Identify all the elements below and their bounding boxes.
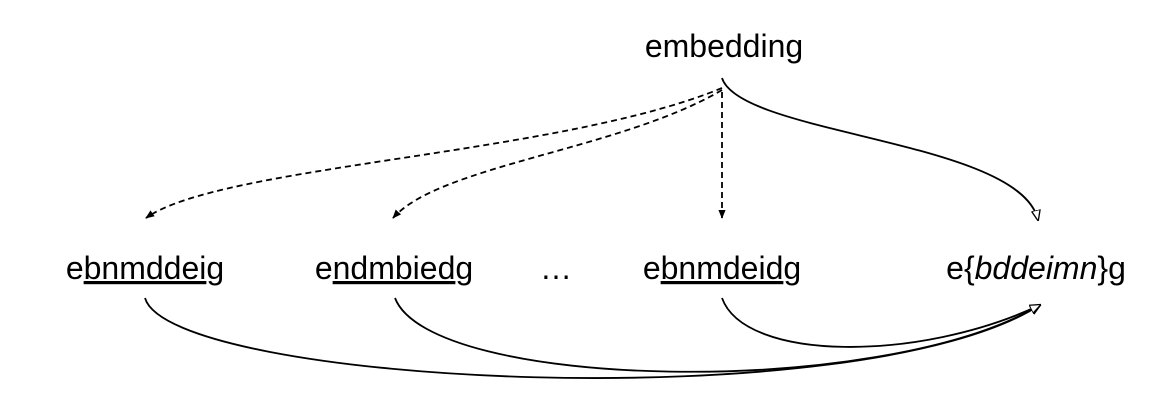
word-3: ebnmdeidg xyxy=(643,250,801,286)
edge-root-to-word-1 xyxy=(145,87,723,219)
edge-root-to-canonical xyxy=(721,77,1038,220)
edge-word-3-to-canonical xyxy=(721,297,1040,348)
word-1: ebnmddeig xyxy=(66,250,224,286)
canonical-word: e{bddeimn}g xyxy=(946,250,1126,286)
ellipsis: … xyxy=(540,250,572,286)
edge-word-2-to-canonical xyxy=(394,297,1040,373)
edge-root-to-word-2 xyxy=(392,89,723,219)
edge-word-1-to-canonical xyxy=(144,297,1040,379)
root-word: embedding xyxy=(645,28,803,64)
word-2: endmbiedg xyxy=(315,250,473,286)
